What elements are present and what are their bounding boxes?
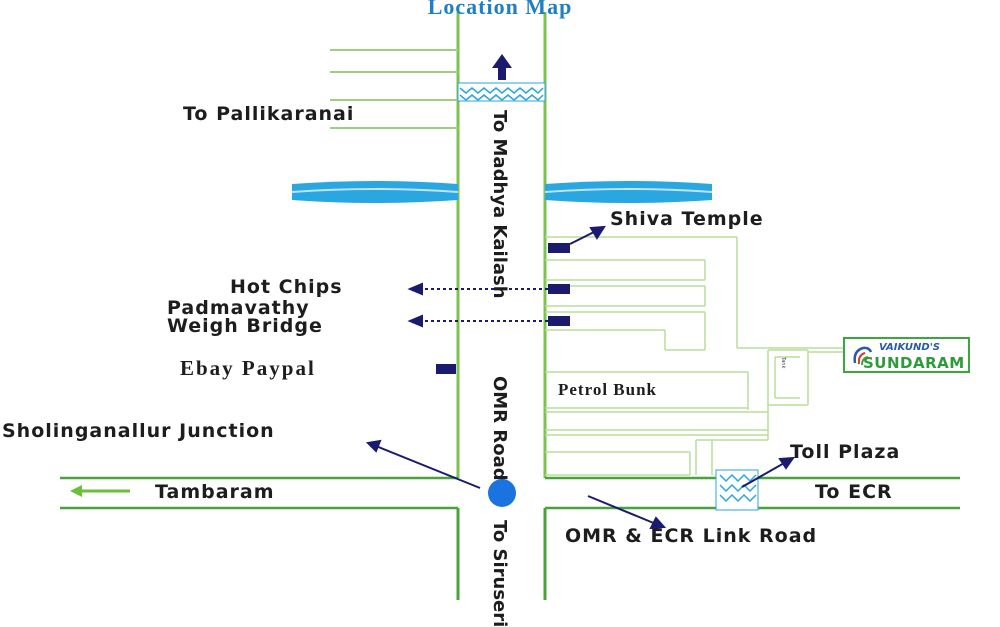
logo-line1: VAIKUND'S	[879, 342, 940, 353]
right-side-streets	[545, 236, 843, 476]
vaikunds-sundaram-logo: VAIKUND'S SUNDARAM	[843, 337, 970, 373]
label-to-ecr: To ECR	[815, 481, 893, 503]
label-hot-chips: Hot Chips	[230, 276, 343, 298]
label-omr-road: OMR Road	[489, 376, 510, 481]
label-weigh-bridge: Weigh Bridge	[167, 315, 323, 337]
north-arrow-icon	[492, 54, 512, 80]
label-petrol-bunk: Petrol Bunk	[558, 380, 658, 399]
pointer-arrows	[365, 225, 843, 530]
location-map	[60, 12, 960, 600]
label-to-siruseri: To Siruseri	[489, 520, 510, 627]
logo-swirl-icon	[853, 346, 873, 366]
canal-band	[291, 181, 713, 203]
label-toll-plaza: Toll Plaza	[790, 441, 901, 463]
west-arrow-icon	[70, 485, 130, 497]
label-sholinganallur-junction: Sholinganallur Junction	[2, 420, 275, 442]
label-pallikaranai: To Pallikaranai	[183, 103, 355, 125]
label-ebay-paypal: Ebay Paypal	[180, 356, 316, 380]
toll-plaza-crossing	[715, 469, 759, 511]
label-tank: Tank	[780, 357, 786, 369]
canal-top	[457, 82, 546, 102]
landmark-markers	[436, 243, 570, 374]
label-omr-ecr-link-road: OMR & ECR Link Road	[565, 525, 818, 547]
logo-line2: SUNDARAM	[863, 354, 965, 372]
pallikaranai-street	[330, 49, 458, 129]
label-padmavathy: Padmavathy	[167, 297, 310, 319]
junction-dot-icon	[488, 479, 516, 507]
map-title: Location Map	[427, 0, 573, 19]
label-madhya-kailash: To Madhya Kailash	[489, 110, 510, 299]
label-tambaram: Tambaram	[155, 481, 275, 503]
label-shiva-temple: Shiva Temple	[610, 208, 764, 230]
